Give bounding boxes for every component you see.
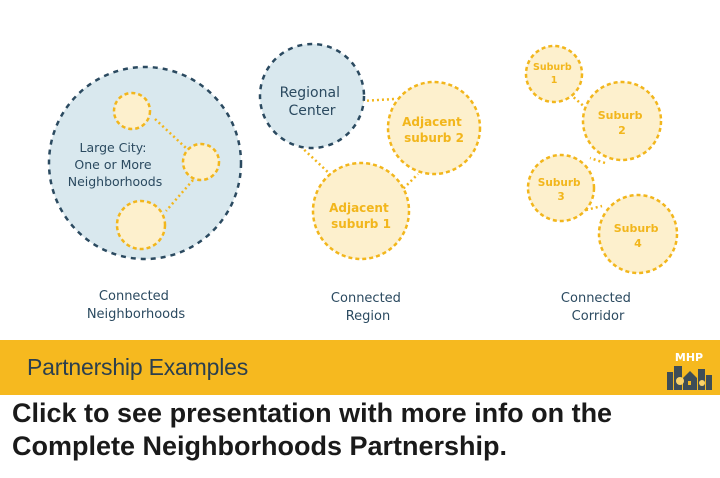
adjacent-suburb-1-circle [311,161,411,261]
suburb-1-label: Suburb 1 [533,62,575,86]
connected-region-diagram: Regional Center Adjacent suburb 2 Adjace… [258,42,482,324]
suburb-3-label: Suburb 3 [538,177,584,203]
suburb-4-circle [597,193,679,275]
adjacent-suburb-2-label: Adjacent suburb 2 [402,115,466,145]
neighborhood-circle [181,142,221,182]
connected-corridor-caption: Connected Corridor [561,291,635,324]
large-city-label: Large City: One or More Neighborhoods [68,140,163,189]
adjacent-suburb-2-circle [386,80,482,176]
suburb-1-circle [524,44,584,104]
connector-line [154,118,187,149]
regional-center-circle [258,42,366,150]
connector-line [399,173,419,193]
partnership-banner: Partnership Examples [0,340,720,395]
suburb-3-circle [526,153,596,223]
connector-line [361,97,395,103]
connected-corridor-diagram: Suburb 1 Suburb 2 Suburb 3 Suburb 4 Conn… [524,44,679,324]
suburb-2-label: Suburb 2 [598,109,647,137]
adjacent-suburb-1-label: Adjacent suburb 1 [329,201,393,231]
svg-text:MHP: MHP [675,351,703,364]
neighborhood-circle [115,199,167,251]
regional-center-label: Regional Center [280,85,345,119]
banner-title: Partnership Examples [27,354,248,380]
connector-line [589,156,606,165]
presentation-link[interactable]: Click to see presentation with more info… [12,398,613,461]
partnership-diagrams: Large City: One or More Neighborhoods Co… [47,42,679,324]
mhp-logo: MHP [664,348,714,392]
connector-line [585,204,603,212]
neighborhood-circle [112,91,152,131]
connected-neighborhoods-caption: Connected Neighborhoods [87,289,186,322]
suburb-4-label: Suburb 4 [614,222,663,250]
diagram-area: Large City: One or More Neighborhoods Co… [47,42,679,324]
suburb-2-circle [581,80,663,162]
connector-line [296,142,333,177]
connected-region-caption: Connected Region [331,291,405,324]
large-city-circle [47,65,243,261]
connected-neighborhoods-diagram: Large City: One or More Neighborhoods Co… [47,65,243,322]
connector-line [165,179,194,212]
